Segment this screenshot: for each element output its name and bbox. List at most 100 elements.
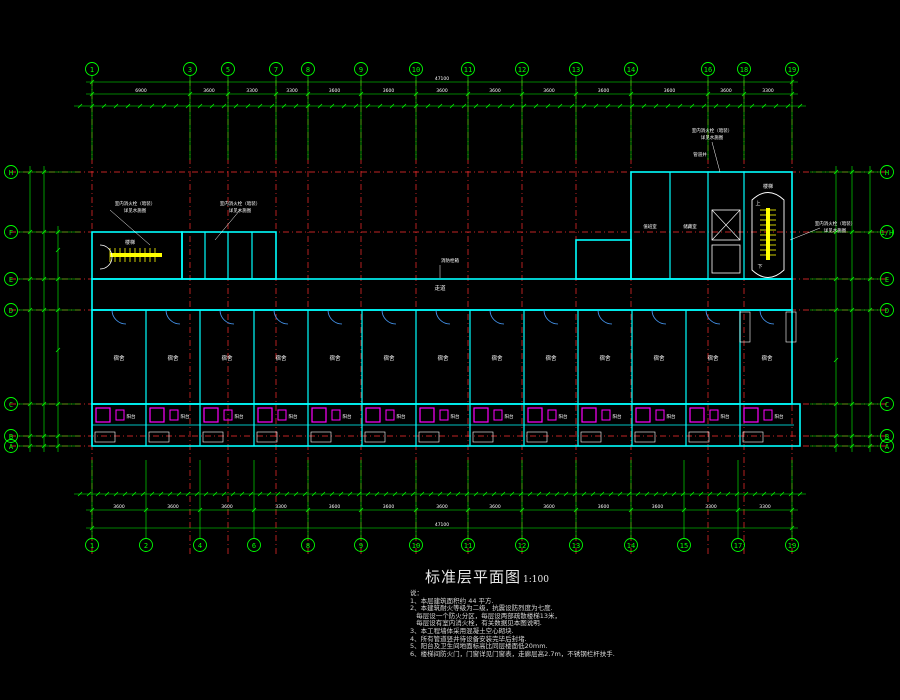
dim-bottom-fine-tick bbox=[356, 491, 362, 497]
note-line: 3、本工程墙体采用混凝土空心砌块. bbox=[410, 626, 514, 635]
dim-bottom-row-value: 3600 bbox=[543, 504, 555, 510]
dim-bottom-fine-tick bbox=[716, 491, 722, 497]
dim-left-inner-tick bbox=[55, 247, 61, 253]
axis-bottom-label-circle bbox=[354, 538, 368, 552]
dim-bottom-fine-tick bbox=[536, 491, 542, 497]
dim-top-fine-tick bbox=[341, 103, 347, 109]
axis-bottom-label: 19 bbox=[788, 542, 796, 550]
door-swing bbox=[759, 309, 775, 325]
balcony-label: 阳台 bbox=[613, 413, 622, 420]
right-lobby bbox=[575, 239, 632, 280]
balcony-label: 阳台 bbox=[289, 413, 298, 420]
sink-fixture bbox=[763, 409, 773, 421]
balcony-label: 阳台 bbox=[559, 413, 568, 420]
dim-top-fine-tick bbox=[617, 103, 623, 109]
dim-top-row-value: 3600 bbox=[203, 88, 215, 94]
bathroom-fixture bbox=[743, 407, 759, 423]
dim-bottom-fine-tick bbox=[221, 491, 227, 497]
dim-bottom-fine-tick bbox=[383, 491, 389, 497]
dim-bottom-fine-tick bbox=[293, 491, 299, 497]
note-line: 每层设一个防火分区，每层设两部疏散楼梯13米， bbox=[410, 611, 561, 620]
axis-bottom-label: 12 bbox=[518, 542, 526, 550]
dim-top-fine-tick bbox=[773, 103, 779, 109]
sink-fixture bbox=[169, 409, 179, 421]
dim-top-fine-tick bbox=[473, 103, 479, 109]
dim-bottom-fine-tick bbox=[797, 491, 803, 497]
room-labels: 宿舍阳台宿舍阳台宿舍阳台宿舍阳台宿舍阳台宿舍阳台宿舍阳台宿舍阳台宿舍阳台宿舍阳台… bbox=[109, 127, 856, 420]
balcony-window bbox=[472, 431, 494, 443]
dim-top-fine-tick bbox=[77, 103, 83, 109]
door-swing bbox=[651, 309, 667, 325]
note-line: 1、本层建筑面积约 44 平方. bbox=[410, 596, 494, 605]
dim-top-fine-tick bbox=[557, 103, 563, 109]
right-core-block bbox=[630, 171, 793, 280]
dim-bottom-row-value: 3300 bbox=[705, 504, 717, 510]
axis-top-label: 14 bbox=[627, 66, 635, 74]
dim-bottom-fine-tick bbox=[779, 491, 785, 497]
dim-bottom-fine-tick bbox=[77, 491, 83, 497]
dim-top-fine-tick bbox=[245, 103, 251, 109]
sink-fixture bbox=[385, 409, 395, 421]
fire-hydrant-sub-note: 详见水施图 bbox=[824, 227, 847, 234]
dim-top-fine-tick bbox=[677, 103, 683, 109]
axis-bottom-label-circle bbox=[624, 538, 638, 552]
dim-bottom-fine-tick bbox=[203, 491, 209, 497]
axis-bottom-label: 2 bbox=[144, 542, 148, 550]
axis-top-label: 18 bbox=[740, 66, 748, 74]
axis-top-label: 10 bbox=[412, 66, 420, 74]
note-line: 4、所有管道竖井待设备安装完毕后封堵. bbox=[410, 634, 527, 643]
dim-bottom-fine-tick bbox=[635, 491, 641, 497]
dim-bottom-fine-tick bbox=[248, 491, 254, 497]
fire-hydrant-note: 室内消火栓（暗装） bbox=[692, 127, 733, 134]
dim-bottom-fine-tick bbox=[140, 491, 146, 497]
axis-top-label: 19 bbox=[788, 66, 796, 74]
dim-bottom-row-value: 3300 bbox=[759, 504, 771, 510]
dim-bottom-fine-tick bbox=[212, 491, 218, 497]
dim-right-inner-tick bbox=[833, 357, 839, 363]
dim-bottom-fine-tick bbox=[743, 491, 749, 497]
dim-bottom-fine-tick bbox=[464, 491, 470, 497]
dim-top-fine-tick bbox=[233, 103, 239, 109]
axis-left-label: A bbox=[9, 443, 14, 451]
fire-hydrant-note: 室内消火栓（暗装） bbox=[815, 220, 856, 227]
dim-top-row-value: 3600 bbox=[383, 88, 395, 94]
right-stair-outline bbox=[751, 192, 785, 278]
dim-top-fine-tick bbox=[101, 103, 107, 109]
axis-bottom-label: 17 bbox=[734, 542, 742, 550]
bedroom-label: 宿舍 bbox=[761, 354, 773, 362]
axis-right-label-circle bbox=[880, 272, 894, 286]
balcony-window bbox=[202, 431, 224, 443]
dim-bottom-fine-tick bbox=[707, 491, 713, 497]
dim-bottom-fine-tick bbox=[491, 491, 497, 497]
bathroom-fixture bbox=[203, 407, 219, 423]
axis-left-label: F bbox=[9, 229, 13, 237]
axis-left-label: H bbox=[9, 169, 13, 177]
balcony-label: 阳台 bbox=[775, 413, 784, 420]
balcony-window bbox=[580, 431, 602, 443]
dim-bottom-fine-tick bbox=[662, 491, 668, 497]
door-swing bbox=[327, 309, 343, 325]
dim-bottom-fine-tick bbox=[545, 491, 551, 497]
corridor-outline bbox=[91, 278, 793, 311]
sink-fixture bbox=[223, 409, 233, 421]
dim-bottom-row-value: 3600 bbox=[329, 504, 341, 510]
door-swing bbox=[705, 309, 721, 325]
dim-top-row-value: 3600 bbox=[329, 88, 341, 94]
sink-fixture bbox=[547, 409, 557, 421]
dim-bottom-fine-tick bbox=[410, 491, 416, 497]
dim-top-fine-tick bbox=[449, 103, 455, 109]
axis-bottom-label-circle bbox=[85, 538, 99, 552]
stair-down-label: 下 bbox=[757, 264, 762, 270]
axis-bottom-label-circle bbox=[785, 538, 799, 552]
dim-bottom-fine-tick bbox=[149, 491, 155, 497]
stair-landing bbox=[110, 253, 162, 257]
dim-top-fine-tick bbox=[593, 103, 599, 109]
dim-top-fine-tick bbox=[605, 103, 611, 109]
sink-fixture bbox=[655, 409, 665, 421]
dim-bottom-fine-tick bbox=[275, 491, 281, 497]
dim-bottom-fine-tick bbox=[446, 491, 452, 497]
bathroom-fixture bbox=[419, 407, 435, 423]
